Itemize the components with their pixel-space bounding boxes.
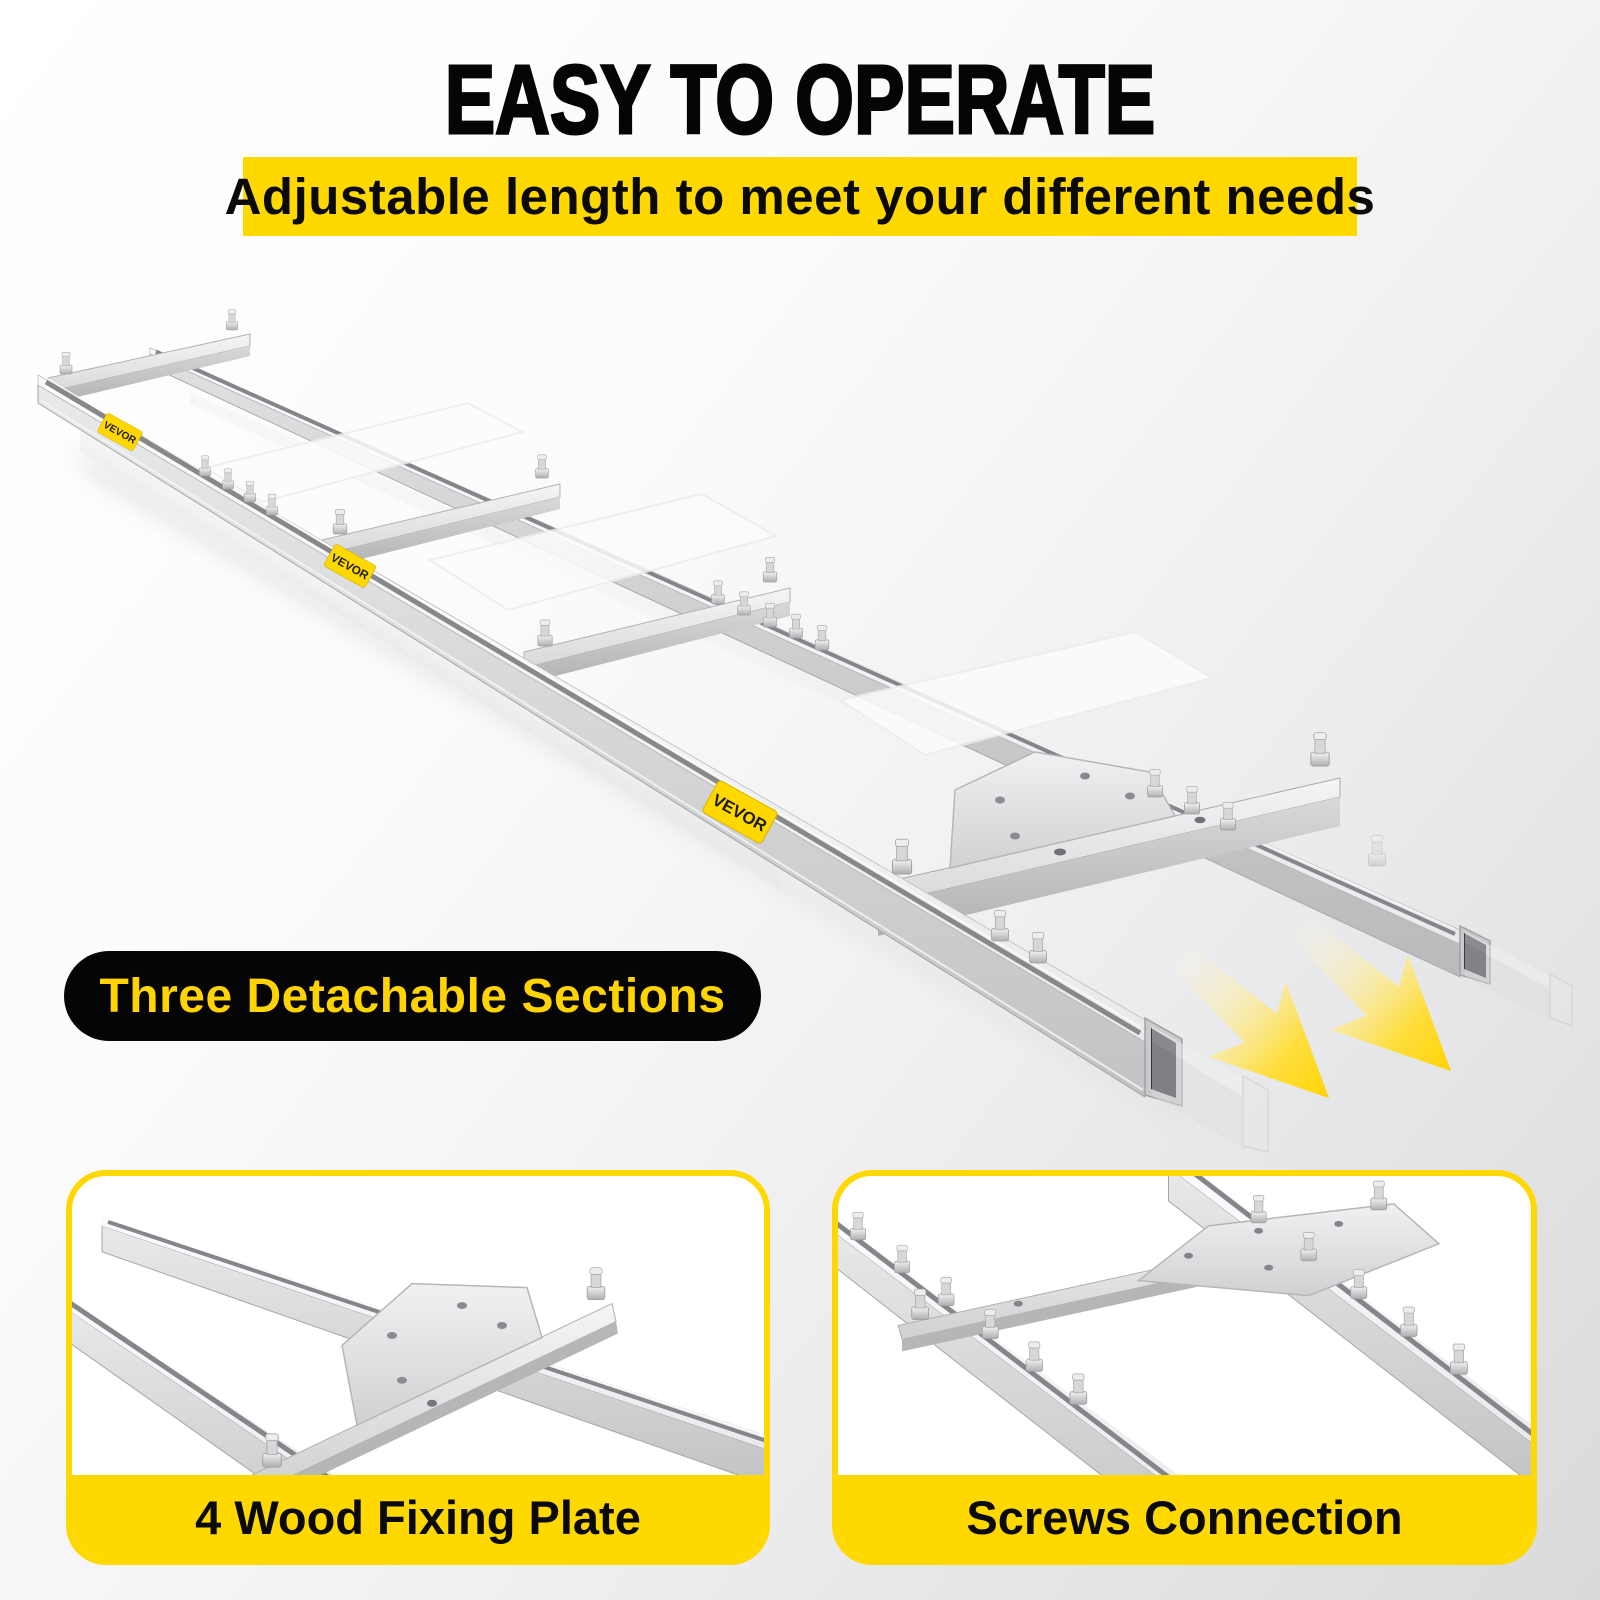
- brand-sticker-text: VEVOR: [328, 551, 371, 582]
- slide-arrow-icon: [1290, 914, 1452, 1072]
- feature-label-bar: Screws Connection: [838, 1475, 1531, 1559]
- brand-sticker: VEVOR: [702, 780, 778, 844]
- screw-studs: [59, 309, 1330, 964]
- screws-connection-image: [838, 1176, 1531, 1475]
- crossbar-1: [47, 333, 251, 404]
- card-rail: [72, 1301, 335, 1475]
- subtitle-text: Adjustable length to meet your different…: [224, 168, 1376, 225]
- card-rail: [838, 1220, 1179, 1475]
- slide-arrow-icon: [1168, 941, 1330, 1099]
- ghost-rail-echo: [80, 392, 880, 890]
- crossbar-3: [523, 587, 791, 684]
- callout-text: Three Detachable Sections: [99, 969, 726, 1023]
- feature-label: Screws Connection: [966, 1490, 1403, 1544]
- subtitle-banner: Adjustable length to meet your different…: [225, 157, 1375, 236]
- rail-end-caps: [1144, 924, 1491, 1108]
- feature-label-bar: 4 Wood Fixing Plate: [72, 1475, 764, 1559]
- ghost-detached-section: [1152, 835, 1573, 1153]
- feature-label: 4 Wood Fixing Plate: [195, 1490, 641, 1544]
- brand-sticker: VEVOR: [324, 544, 376, 588]
- brand-sticker: VEVOR: [97, 413, 143, 451]
- brand-sticker-text: VEVOR: [101, 420, 138, 447]
- crossbar-2: [321, 483, 561, 569]
- ghost-fixing-plates: [202, 401, 1215, 757]
- guide-rail-back: [149, 347, 1461, 978]
- crossbar-4: [877, 777, 1341, 936]
- product-shadow: [70, 445, 1235, 1155]
- feature-card-screws-connection: Screws Connection: [832, 1170, 1537, 1565]
- wood-fixing-plate: [949, 751, 1177, 869]
- feature-card-wood-fixing-plate: 4 Wood Fixing Plate: [66, 1170, 770, 1565]
- page-title: EASY TO OPERATE: [444, 44, 1157, 156]
- wood-fixing-plate-image: [72, 1215, 764, 1475]
- brand-sticker-text: VEVOR: [709, 790, 770, 835]
- detachable-sections-callout: Three Detachable Sections: [64, 951, 761, 1041]
- card-fixing-plate: [341, 1282, 543, 1427]
